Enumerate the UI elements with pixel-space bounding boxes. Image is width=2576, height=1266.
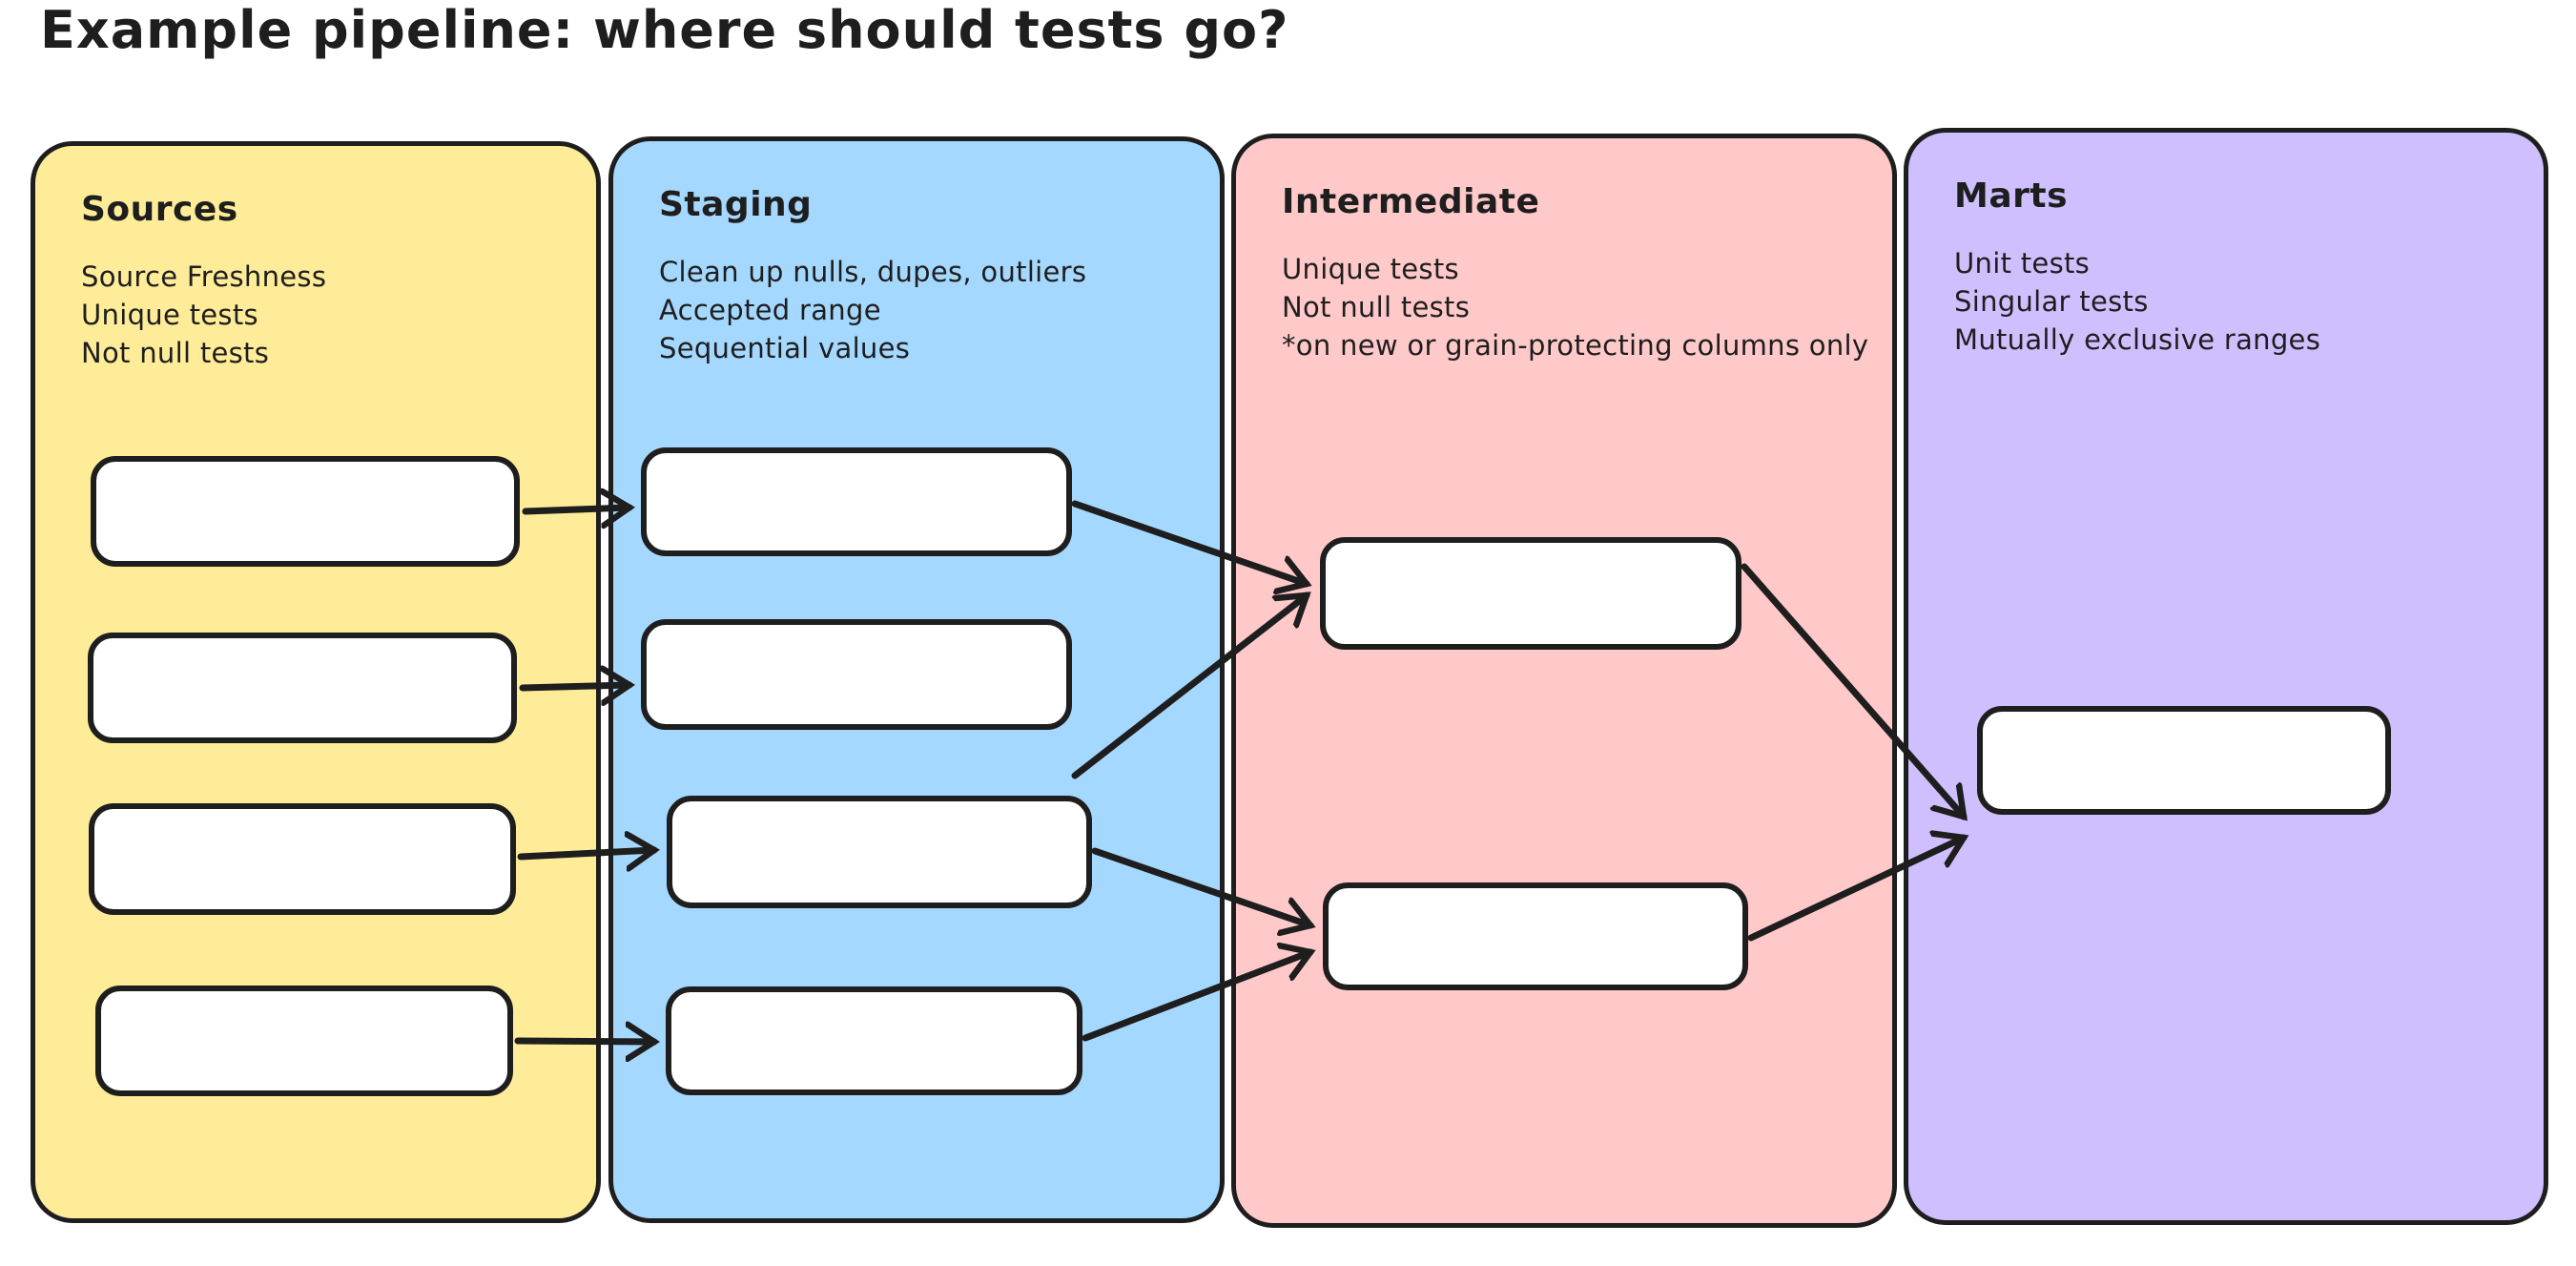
note-line: Unique tests — [1282, 253, 1459, 285]
note-line: Not null tests — [81, 337, 270, 369]
note-line: Sequential values — [659, 332, 911, 364]
column-sources-title: Sources — [81, 190, 238, 229]
column-sources-notes: Source Freshness Unique tests Not null t… — [81, 258, 596, 372]
node-staging-1 — [641, 447, 1072, 556]
note-line: Accepted range — [659, 294, 881, 326]
note-line: *on new or grain-protecting columns only — [1282, 329, 1869, 362]
note-line: Source Freshness — [81, 260, 327, 293]
diagram-title: Example pipeline: where should tests go? — [40, 0, 1289, 60]
column-intermediate-notes: Unique tests Not null tests *on new or g… — [1282, 250, 1892, 364]
column-marts: Marts Unit tests Singular tests Mutually… — [1904, 128, 2548, 1225]
column-marts-notes: Unit tests Singular tests Mutually exclu… — [1954, 244, 2544, 359]
note-line: Unique tests — [81, 299, 258, 331]
note-line: Not null tests — [1282, 291, 1471, 323]
column-intermediate-title: Intermediate — [1282, 182, 1540, 221]
node-sources-2 — [88, 633, 517, 743]
note-line: Clean up nulls, dupes, outliers — [659, 256, 1087, 288]
note-line: Singular tests — [1954, 285, 2149, 318]
node-sources-1 — [91, 456, 520, 567]
node-sources-4 — [95, 986, 513, 1096]
node-intermediate-1 — [1320, 537, 1741, 650]
node-sources-3 — [89, 803, 516, 915]
note-line: Mutually exclusive ranges — [1954, 323, 2321, 356]
node-staging-2 — [641, 619, 1072, 730]
node-intermediate-2 — [1323, 882, 1748, 990]
column-marts-title: Marts — [1954, 176, 2069, 216]
note-line: Unit tests — [1954, 247, 2091, 280]
column-staging-title: Staging — [659, 185, 813, 224]
column-staging-notes: Clean up nulls, dupes, outliers Accepted… — [659, 253, 1220, 367]
node-marts-1 — [1977, 706, 2391, 815]
node-staging-4 — [666, 986, 1082, 1095]
node-staging-3 — [667, 796, 1092, 908]
column-intermediate: Intermediate Unique tests Not null tests… — [1231, 134, 1897, 1228]
